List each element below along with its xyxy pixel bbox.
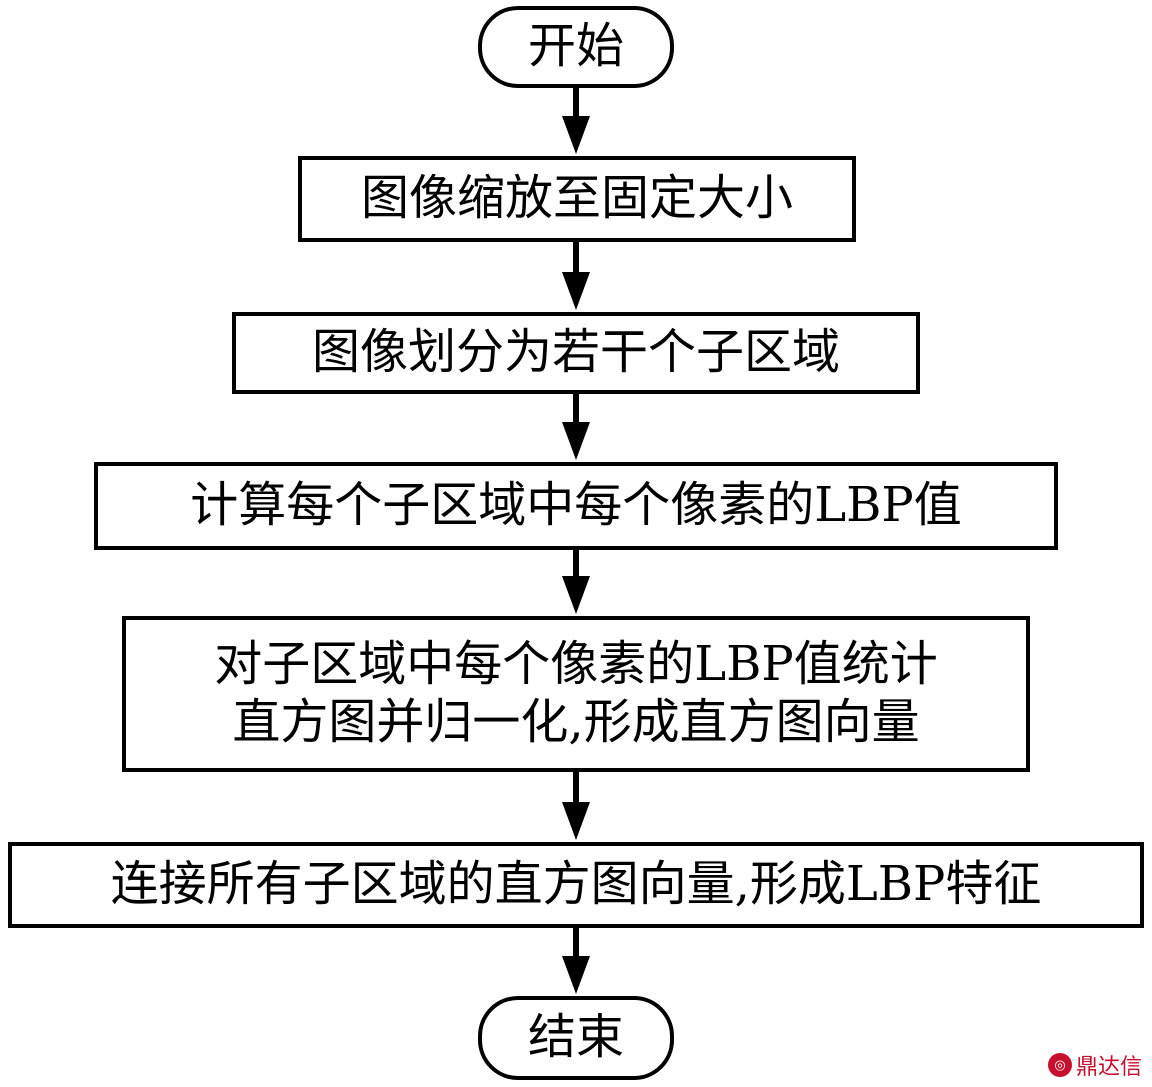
arrow-start-to-step1: [562, 88, 590, 154]
end-label: 结束: [527, 1009, 624, 1066]
step-1-box: 图像缩放至固定大小: [298, 156, 856, 242]
arrow-step4-to-step5: [562, 772, 590, 840]
arrow-step3-to-step4: [562, 550, 590, 614]
step-5-label: 连接所有子区域的直方图向量,形成LBP特征: [110, 856, 1042, 913]
step-4-label-line-2: 直方图并归一化,形成直方图向量: [232, 694, 920, 750]
start-label: 开始: [527, 18, 624, 75]
arrow-step1-to-step2: [562, 242, 590, 310]
step-4-box: 对子区域中每个像素的LBP值统计 直方图并归一化,形成直方图向量: [122, 616, 1030, 772]
watermark: ◎ 鼎达信: [1047, 1049, 1142, 1081]
step-3-box: 计算每个子区域中每个像素的LBP值: [94, 462, 1058, 550]
step-2-label: 图像划分为若干个子区域: [311, 324, 840, 381]
watermark-logo-icon: ◎: [1047, 1053, 1072, 1077]
step-1-label: 图像缩放至固定大小: [360, 170, 793, 227]
arrow-step2-to-step3: [562, 394, 590, 460]
step-4-label-line-1: 对子区域中每个像素的LBP值统计: [214, 636, 938, 693]
watermark-text: 鼎达信: [1075, 1055, 1142, 1080]
end-node: 结束: [478, 996, 674, 1080]
arrow-step5-to-end: [562, 928, 590, 994]
start-node: 开始: [478, 6, 674, 88]
step-3-label: 计算每个子区域中每个像素的LBP值: [190, 477, 962, 534]
step-2-box: 图像划分为若干个子区域: [232, 312, 920, 394]
step-5-box: 连接所有子区域的直方图向量,形成LBP特征: [8, 842, 1144, 928]
